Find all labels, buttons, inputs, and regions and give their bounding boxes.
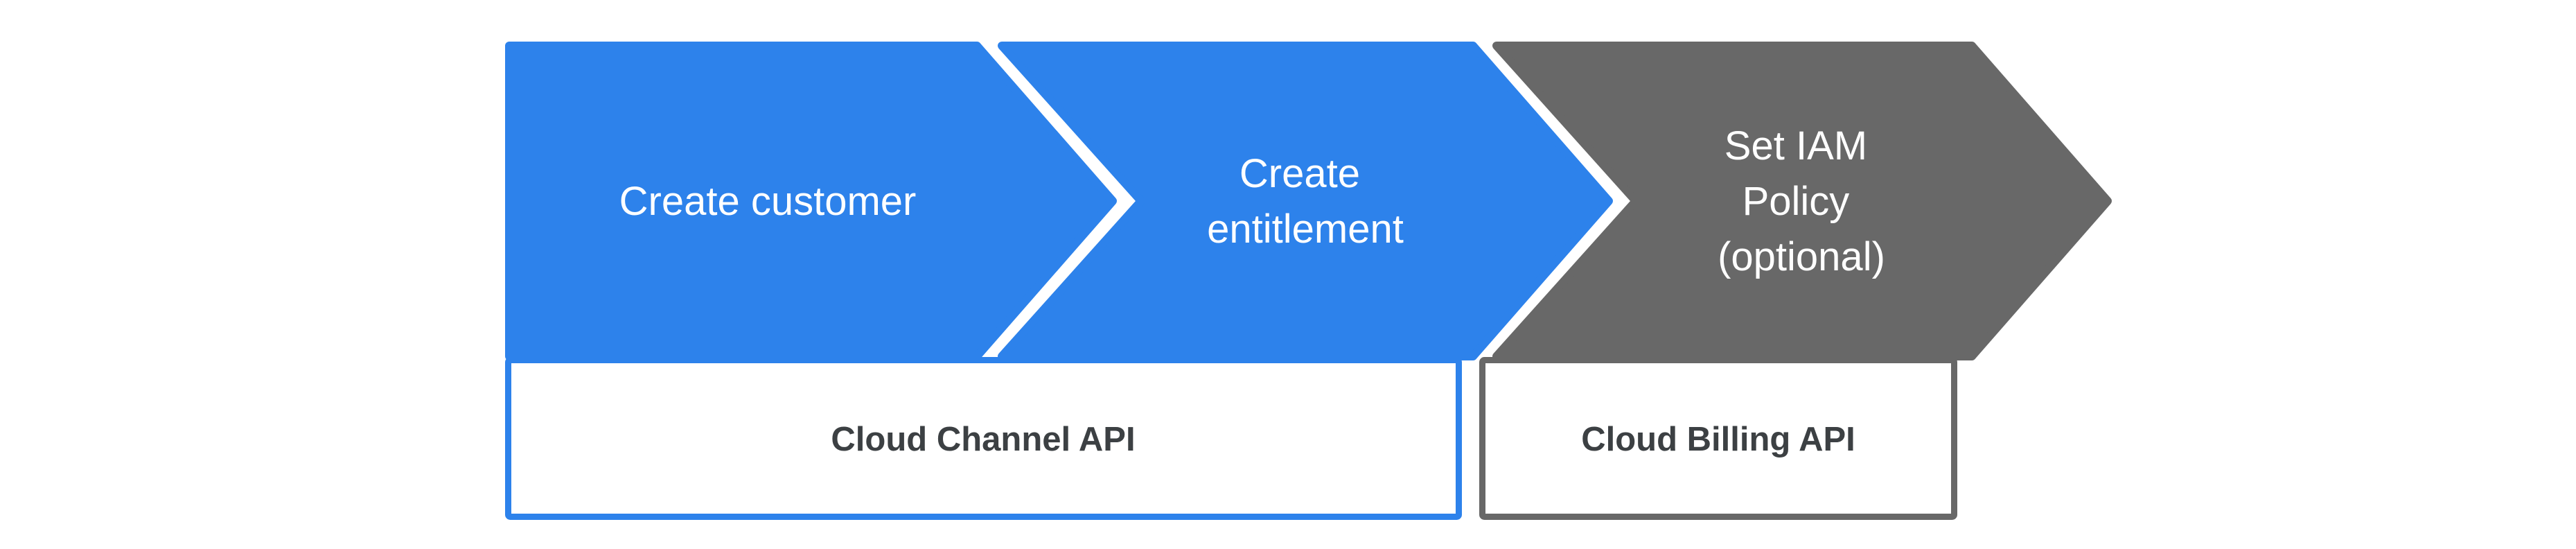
step-arrow-create-entitlement	[998, 42, 1613, 360]
api-box-label-cloud-channel: Cloud Channel API	[831, 421, 1135, 458]
step-arrow-create-customer	[505, 42, 1117, 360]
step-label-create-customer: Create customer	[619, 179, 917, 224]
step-label-create-entitlement: Create entitlement	[1207, 151, 1404, 252]
step-label-line: Set IAM	[1724, 123, 1867, 168]
step-label-line: (optional)	[1718, 234, 1885, 279]
step-label-line: Policy	[1743, 179, 1850, 224]
api-box-label-cloud-billing: Cloud Billing API	[1581, 421, 1855, 458]
step-label-line: Create	[1240, 151, 1360, 196]
api-box-cloud-channel	[505, 357, 1462, 520]
step-arrow-set-iam-policy	[1492, 42, 2112, 360]
step-label-set-iam-policy: Set IAM Policy (optional)	[1718, 123, 1885, 279]
step-label-line: Create customer	[619, 179, 917, 224]
step-label-line: entitlement	[1207, 207, 1404, 252]
